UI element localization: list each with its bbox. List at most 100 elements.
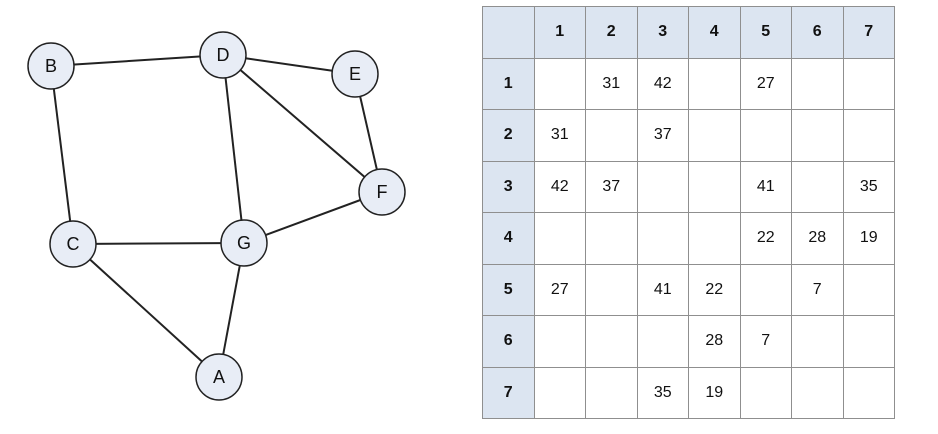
matrix-cell: 22 xyxy=(739,212,792,265)
node-label: C xyxy=(67,234,80,254)
matrix-cell: 42 xyxy=(533,160,586,213)
node-circle xyxy=(220,219,268,267)
matrix-cell: 7 xyxy=(739,315,792,368)
matrix-cell xyxy=(739,263,792,316)
node-circle xyxy=(358,168,406,216)
matrix-cell: 28 xyxy=(688,315,741,368)
matrix-row-header: 3 xyxy=(482,160,535,213)
node-d: D xyxy=(199,31,247,79)
matrix-column-header: 1 xyxy=(533,6,586,59)
matrix-cell: 42 xyxy=(636,57,689,110)
matrix-cell xyxy=(688,57,741,110)
matrix-cell xyxy=(791,160,844,213)
matrix-cell xyxy=(688,160,741,213)
node-c: C xyxy=(49,220,97,268)
matrix-cell: 37 xyxy=(585,160,638,213)
matrix-cell: 41 xyxy=(739,160,792,213)
matrix-row-header: 4 xyxy=(482,212,535,265)
node-circle xyxy=(195,353,243,401)
edge-d-g xyxy=(222,54,245,244)
matrix-column-header: 4 xyxy=(688,6,741,59)
matrix-column-header: 2 xyxy=(585,6,638,59)
edge-c-g xyxy=(72,242,245,245)
node-label: G xyxy=(237,233,251,253)
matrix-cell: 37 xyxy=(636,109,689,162)
matrix-cell xyxy=(533,315,586,368)
matrix-cell xyxy=(533,212,586,265)
matrix-cell xyxy=(636,315,689,368)
matrix-cell: 35 xyxy=(636,366,689,419)
matrix-cell xyxy=(585,109,638,162)
matrix-column-header: 3 xyxy=(636,6,689,59)
matrix-cell: 19 xyxy=(688,366,741,419)
matrix-cell xyxy=(688,212,741,265)
matrix-column-header: 7 xyxy=(842,6,895,59)
node-f: F xyxy=(358,168,406,216)
matrix-cell xyxy=(791,57,844,110)
matrix-cell: 28 xyxy=(791,212,844,265)
matrix-cell xyxy=(533,366,586,419)
node-label: F xyxy=(377,182,388,202)
node-circle xyxy=(331,50,379,98)
node-b: B xyxy=(27,42,75,90)
matrix-row-header: 7 xyxy=(482,366,535,419)
node-circle xyxy=(27,42,75,90)
node-label: B xyxy=(45,56,57,76)
matrix-cell: 35 xyxy=(842,160,895,213)
node-label: D xyxy=(217,45,230,65)
edge-b-c xyxy=(50,65,74,245)
matrix-row-header: 6 xyxy=(482,315,535,368)
matrix-cell xyxy=(533,57,586,110)
node-g: G xyxy=(220,219,268,267)
matrix-cell xyxy=(842,57,895,110)
node-e: E xyxy=(331,50,379,98)
matrix-cell xyxy=(842,315,895,368)
graph-diagram: B D E F C G A xyxy=(27,31,406,401)
matrix-cell xyxy=(636,212,689,265)
node-circle xyxy=(199,31,247,79)
matrix-cell xyxy=(585,315,638,368)
graph-edges xyxy=(50,54,383,378)
edge-b-d xyxy=(50,54,224,67)
matrix-cell xyxy=(791,109,844,162)
matrix-cell xyxy=(842,366,895,419)
matrix-cell xyxy=(739,366,792,419)
edge-g-f xyxy=(243,191,383,244)
matrix-cell: 22 xyxy=(688,263,741,316)
matrix-corner-cell xyxy=(482,6,535,59)
node-label: A xyxy=(213,367,225,387)
matrix-cell: 41 xyxy=(636,263,689,316)
matrix-cell xyxy=(585,263,638,316)
node-circle xyxy=(49,220,97,268)
matrix-row-header: 5 xyxy=(482,263,535,316)
matrix-cell xyxy=(688,109,741,162)
matrix-cell xyxy=(842,263,895,316)
edge-c-a xyxy=(72,243,220,378)
matrix-cell xyxy=(585,366,638,419)
matrix-cell: 31 xyxy=(585,57,638,110)
matrix-cell xyxy=(636,160,689,213)
matrix-column-header: 5 xyxy=(739,6,792,59)
matrix-cell: 7 xyxy=(791,263,844,316)
matrix-cell xyxy=(791,366,844,419)
matrix-cell xyxy=(842,109,895,162)
graph-nodes: B D E F C G A xyxy=(27,31,406,401)
matrix-cell: 27 xyxy=(739,57,792,110)
edge-d-f xyxy=(222,54,383,193)
matrix-cell xyxy=(791,315,844,368)
node-label: E xyxy=(349,64,361,84)
matrix-cell xyxy=(739,109,792,162)
matrix-column-header: 6 xyxy=(791,6,844,59)
matrix-cell: 19 xyxy=(842,212,895,265)
matrix-row-header: 1 xyxy=(482,57,535,110)
